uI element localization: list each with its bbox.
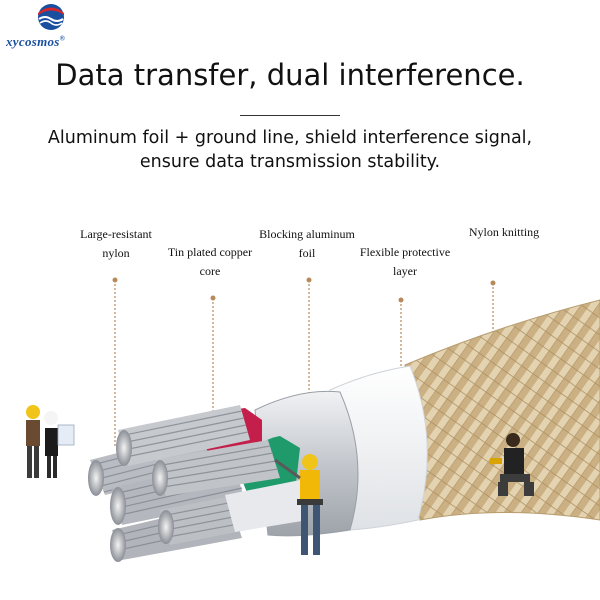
callout-foil: Blocking aluminum foil	[248, 225, 366, 263]
callout-nylon-line-2: nylon	[102, 246, 130, 260]
subtitle-line-1: Aluminum foil + ground line, shield inte…	[47, 128, 533, 148]
brand-name: xycosmos®	[6, 34, 66, 49]
page-subtitle: Aluminum foil + ground line, shield inte…	[0, 126, 580, 174]
callout-foil-line-2: foil	[298, 246, 316, 260]
title-divider	[240, 115, 340, 116]
callout-leader-lines	[114, 280, 494, 448]
callout-protective-line-2: layer	[393, 264, 417, 278]
callout-foil-line-1: Blocking aluminum	[259, 227, 355, 241]
subtitle-line-2: ensure data transmission stability.	[139, 152, 441, 172]
globe-wave-logo-icon	[38, 4, 64, 30]
worker-center-illustration	[274, 454, 323, 555]
page-title: Data transfer, dual interference.	[55, 58, 525, 92]
callout-nylon: Large-resistant nylon	[68, 225, 164, 263]
workers-left-illustration	[26, 405, 75, 478]
callout-knitting: Nylon knitting	[456, 223, 552, 242]
callout-nylon-line-1: Large-resistant	[80, 227, 152, 241]
callout-leader-dots	[112, 277, 496, 303]
callout-protective-line-1: Flexible protective	[359, 245, 451, 259]
nylon-braid-jacket	[404, 299, 600, 521]
brand-logo: xycosmos®	[4, 2, 100, 52]
callout-knitting-line-1: Nylon knitting	[468, 225, 540, 239]
callout-copper: Tin plated copper core	[155, 243, 265, 281]
callout-copper-line-1: Tin plated copper	[167, 245, 253, 259]
callout-protective: Flexible protective layer	[348, 243, 462, 281]
callout-copper-line-2: core	[199, 264, 221, 278]
tinned-copper-strands	[88, 405, 308, 562]
worker-right-illustration	[490, 433, 534, 496]
